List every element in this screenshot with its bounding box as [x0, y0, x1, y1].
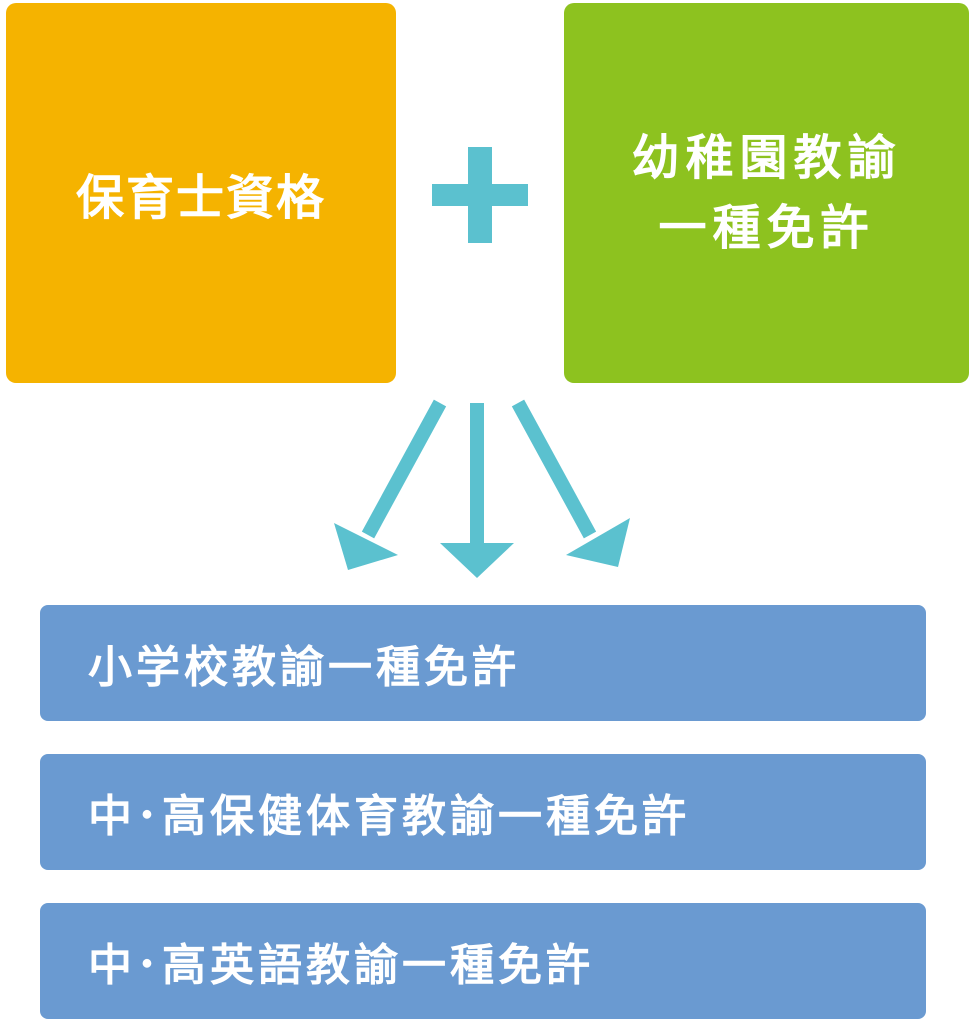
result-elementary-teacher-license: 小学校教諭一種免許 — [40, 605, 926, 721]
result-label: 中･高英語教諭一種免許 — [88, 940, 594, 991]
branch-arrows — [334, 399, 630, 578]
result-label: 中･高保健体育教諭一種免許 — [88, 791, 690, 842]
source-box-label-line-2: 一種免許 — [658, 200, 875, 256]
arrow-down-icon — [440, 403, 514, 578]
source-box-label: 保育士資格 — [75, 170, 326, 226]
result-english-teacher-license: 中･高英語教諭一種免許 — [40, 903, 926, 1019]
arrow-right-icon — [511, 399, 630, 567]
source-box-childcare-qualification: 保育士資格 — [6, 3, 396, 383]
source-box-kindergarten-license: 幼稚園教諭 一種免許 — [564, 3, 969, 383]
result-health-pe-teacher-license: 中･高保健体育教諭一種免許 — [40, 754, 926, 870]
source-box-label-line-1: 幼稚園教諭 — [631, 130, 902, 186]
plus-icon — [432, 147, 528, 243]
arrow-left-icon — [334, 399, 447, 570]
result-label: 小学校教諭一種免許 — [88, 642, 520, 693]
